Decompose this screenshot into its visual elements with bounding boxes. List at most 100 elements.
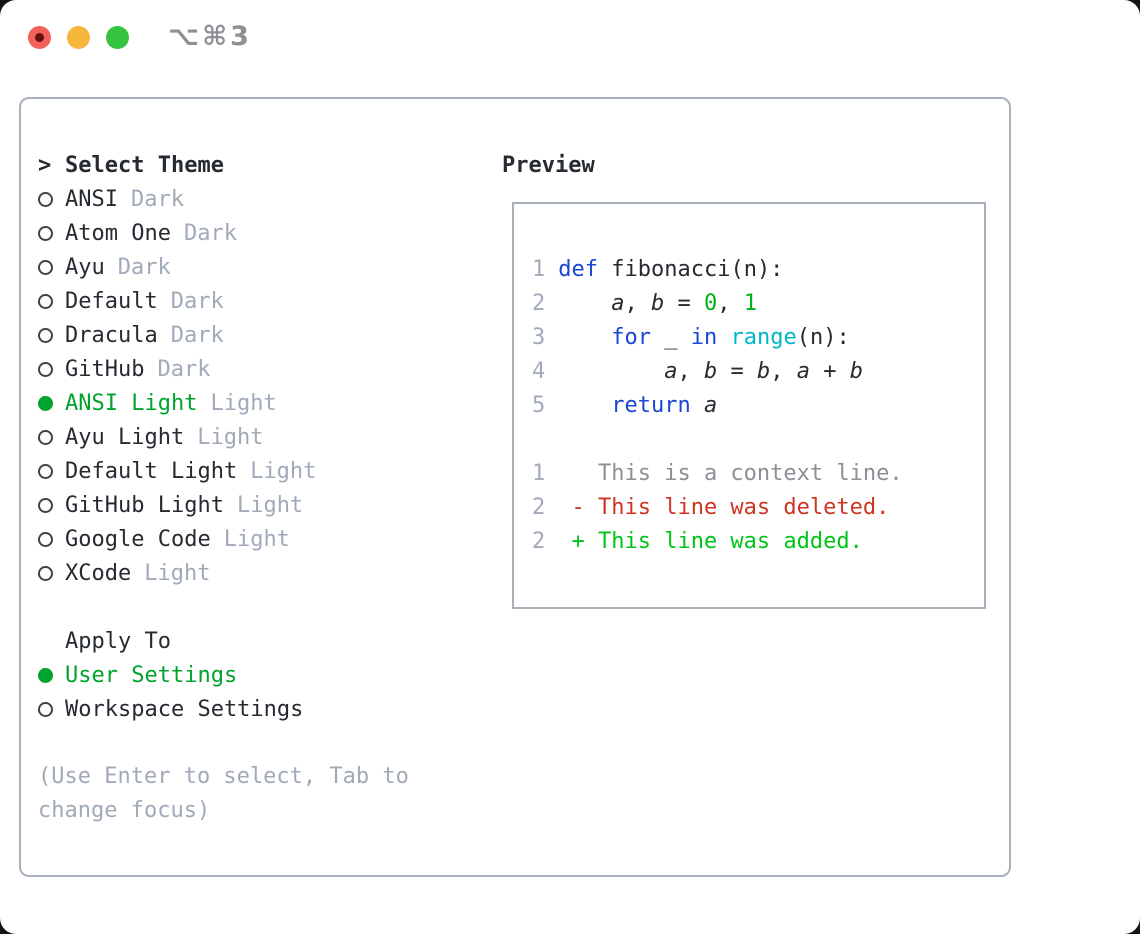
theme-option-ansi-light[interactable]: ANSI Light Light: [38, 386, 483, 420]
apply-option-workspace-settings[interactable]: Workspace Settings: [38, 692, 483, 726]
code-segment-variable: b: [849, 358, 863, 384]
select-theme-title: Select Theme: [65, 152, 224, 178]
theme-option-default-light[interactable]: Default Light Light: [38, 454, 483, 488]
theme-variant: Dark: [157, 356, 211, 382]
theme-variant: Dark: [130, 186, 184, 212]
code-segment-keyword: in: [690, 324, 718, 350]
code-line: 3 for _ in range(n):: [514, 320, 984, 354]
theme-name: Default Light: [65, 458, 238, 484]
radio-icon: [38, 463, 53, 479]
theme-name: Ayu Light: [65, 424, 185, 450]
radio-icon: [38, 225, 53, 241]
theme-name: XCode: [65, 560, 132, 586]
code-segment-plain: =: [664, 290, 704, 316]
keyboard-hint: (Use Enter to select, Tab to change focu…: [38, 764, 409, 823]
code-text: a, b = b, a + b: [558, 359, 863, 384]
code-segment-builtin: range: [730, 324, 797, 350]
minimize-button[interactable]: [67, 26, 90, 49]
radio-icon: [38, 701, 53, 717]
theme-option-ayu-light[interactable]: Ayu Light Light: [38, 420, 483, 454]
code-line: 2 a, b = 0, 1: [514, 286, 984, 320]
close-button[interactable]: [28, 26, 51, 49]
theme-option-ansi[interactable]: ANSI Dark: [38, 182, 483, 216]
code-segment-variable: a: [664, 358, 678, 384]
line-number: 1: [532, 460, 546, 486]
code-segment-plain: ,: [770, 358, 797, 384]
code-segment-plain: [717, 325, 730, 350]
theme-option-github[interactable]: GitHub Dark: [38, 352, 483, 386]
code-segment-variable: a: [611, 290, 625, 316]
code-segment-plain: [558, 291, 611, 316]
code-segment-plain: +: [809, 358, 850, 384]
preview-heading: Preview: [502, 152, 595, 178]
code-text: return a: [558, 393, 717, 418]
radio-icon: [38, 565, 53, 581]
code-segment-number: 1: [743, 290, 757, 316]
code-segment-variable: a: [703, 392, 718, 418]
zoom-button[interactable]: [106, 26, 129, 49]
radio-icon: [38, 531, 53, 547]
theme-variant: Dark: [117, 254, 171, 280]
theme-name: Ayu: [65, 254, 105, 280]
diff-text: + This line was added.: [558, 528, 863, 554]
code-segment-variable: b: [756, 358, 771, 384]
theme-variant: Light: [144, 560, 211, 586]
theme-option-atom-one[interactable]: Atom One Dark: [38, 216, 483, 250]
diff-line-deleted: 2 - This line was deleted.: [514, 490, 984, 524]
theme-variant: Light: [197, 424, 264, 450]
theme-variant: Light: [210, 390, 277, 416]
code-segment-keyword: return: [611, 392, 691, 418]
theme-variant: Light: [223, 526, 290, 552]
theme-name: ANSI: [65, 186, 118, 212]
line-number: 3: [532, 324, 546, 350]
theme-variant: Light: [236, 492, 304, 518]
theme-option-xcode[interactable]: XCode Light: [38, 556, 483, 590]
apply-option-label: User Settings: [65, 662, 238, 688]
code-segment-plain: [558, 393, 611, 418]
theme-name: Atom One: [65, 220, 171, 246]
select-theme-heading: > Select Theme: [38, 148, 483, 182]
theme-name: GitHub: [65, 356, 145, 382]
prompt-arrow-icon: >: [38, 152, 52, 178]
code-segment-variable: b: [650, 290, 665, 316]
radio-icon: [38, 293, 53, 309]
code-segment-plain: fibonacci(n):: [598, 256, 784, 282]
theme-option-ayu[interactable]: Ayu Dark: [38, 250, 483, 284]
code-segment-plain: [691, 393, 704, 418]
diff-line-context: 1 This is a context line.: [514, 456, 984, 490]
code-segment-plain: ,: [624, 290, 651, 316]
radio-icon: [38, 395, 53, 411]
theme-name: ANSI Light: [65, 390, 198, 416]
line-number: 4: [532, 358, 546, 384]
code-segment-keyword: def: [558, 256, 598, 282]
code-segment-plain: [558, 359, 664, 384]
code-segment-plain: [558, 325, 611, 350]
theme-variant: Light: [250, 458, 317, 484]
radio-icon: [38, 191, 53, 207]
window-titlebar: ⌥⌘3: [0, 0, 1140, 75]
apply-option-user-settings[interactable]: User Settings: [38, 658, 483, 692]
code-text: for _ in range(n):: [558, 325, 849, 350]
code-text: def fibonacci(n):: [558, 257, 783, 282]
diff-text: This is a context line.: [558, 460, 903, 486]
theme-variant: Dark: [183, 220, 237, 246]
line-number: 2: [532, 494, 546, 520]
radio-icon: [38, 361, 53, 377]
apply-to-heading: Apply To: [38, 624, 483, 658]
code-text: a, b = 0, 1: [558, 291, 757, 316]
blank-line: [514, 422, 984, 456]
radio-icon: [38, 497, 53, 513]
code-segment-plain: _: [650, 324, 691, 350]
code-segment-plain: ,: [677, 358, 704, 384]
window-title-shortcut: ⌥⌘3: [168, 21, 252, 52]
